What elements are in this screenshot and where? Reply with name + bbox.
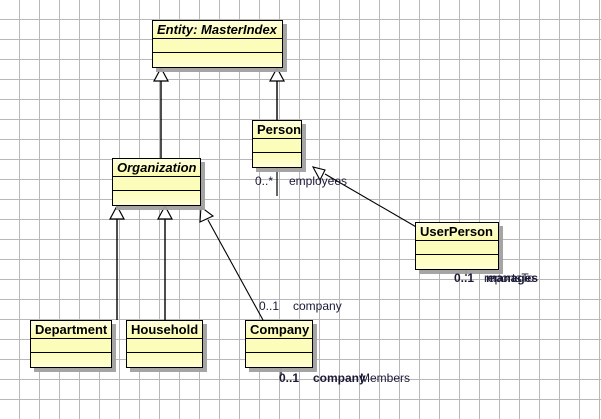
edge-label-company-multiplicity: 0..1	[259, 299, 280, 313]
uml-operations-compartment	[153, 53, 282, 67]
uml-attributes-compartment	[253, 139, 301, 153]
edge-organization-to-masterindex	[152, 66, 170, 158]
edge-company-to-organization	[199, 205, 264, 321]
edge-person-to-masterindex	[268, 66, 286, 120]
uml-class-name: Household	[127, 321, 202, 339]
edge-label-reportsto-role: reportsTo	[484, 271, 535, 285]
edge-label-companymembers-role: company	[313, 371, 366, 385]
uml-attributes-compartment	[127, 339, 202, 353]
uml-attributes-compartment	[31, 339, 111, 353]
uml-attributes-compartment	[113, 177, 200, 191]
uml-class-organization[interactable]: Organization	[112, 158, 201, 206]
uml-class-name: Person	[253, 121, 301, 139]
uml-class-department[interactable]: Department	[30, 320, 112, 368]
uml-class-masterindex[interactable]: Entity: MasterIndex	[152, 20, 283, 68]
uml-operations-compartment	[253, 153, 301, 167]
edge-label-companymembers-multiplicity: 0..1	[279, 371, 300, 385]
uml-class-name: Organization	[113, 159, 200, 177]
edge-label-person-employees-multiplicity: 0..*	[255, 174, 274, 188]
edge-label-manages-multiplicity: 0..1	[454, 271, 475, 285]
uml-operations-compartment	[31, 353, 111, 367]
uml-class-name: UserPerson	[416, 223, 498, 241]
edge-label-company-role: company	[293, 299, 342, 313]
uml-class-name: Department	[31, 321, 111, 339]
uml-class-company[interactable]: Company	[245, 320, 313, 368]
edge-household-to-organization	[156, 204, 174, 320]
edge-label-person-employees-role: employees	[289, 174, 348, 188]
uml-attributes-compartment	[416, 241, 498, 255]
uml-attributes-compartment	[153, 39, 282, 53]
uml-class-userperson[interactable]: UserPerson	[415, 222, 499, 270]
uml-attributes-compartment	[246, 339, 312, 353]
uml-class-name: Entity: MasterIndex	[153, 21, 282, 39]
edge-label-companymembers-role-suffix: Members	[360, 371, 411, 385]
uml-operations-compartment	[127, 353, 202, 367]
uml-operations-compartment	[246, 353, 312, 367]
uml-operations-compartment	[113, 191, 200, 205]
uml-class-name: Company	[246, 321, 312, 339]
edge-label-manages-role: manages	[486, 271, 539, 285]
edge-department-to-organization	[108, 204, 126, 320]
uml-class-person[interactable]: Person	[252, 120, 302, 168]
uml-class-household[interactable]: Household	[126, 320, 203, 368]
uml-operations-compartment	[416, 255, 498, 269]
